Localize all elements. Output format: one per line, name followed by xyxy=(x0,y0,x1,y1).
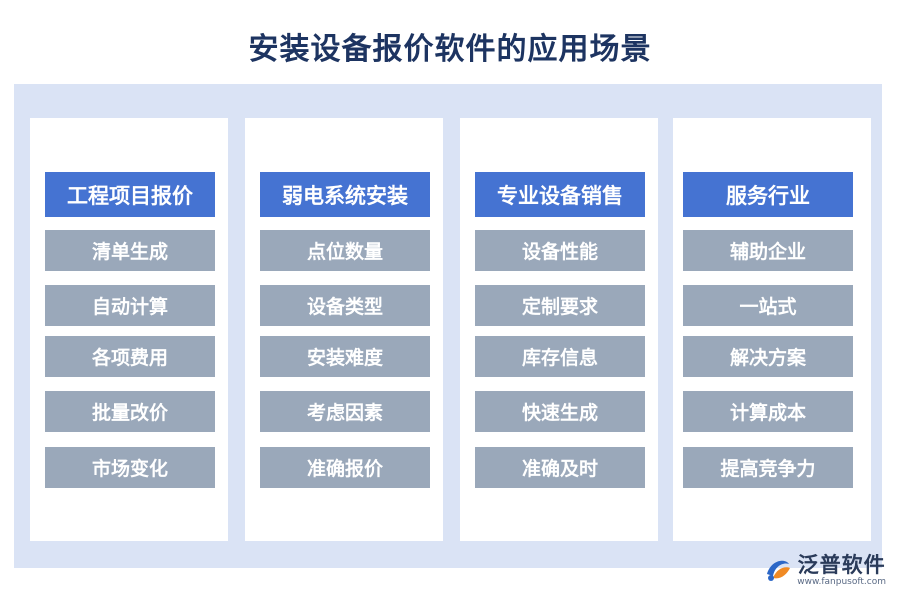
column-3: 专业设备销售 设备性能 定制要求 库存信息 快速生成 准确及时 xyxy=(460,118,658,541)
column-4-item-3: 解决方案 xyxy=(683,336,853,377)
column-4-item-4: 计算成本 xyxy=(683,391,853,432)
column-4-header: 服务行业 xyxy=(683,172,853,217)
column-2-item-3: 安装难度 xyxy=(260,336,430,377)
column-2-item-4: 考虑因素 xyxy=(260,391,430,432)
column-1-item-1: 清单生成 xyxy=(45,230,215,271)
column-3-item-4: 快速生成 xyxy=(475,391,645,432)
logo-icon xyxy=(763,554,793,588)
column-1-header: 工程项目报价 xyxy=(45,172,215,217)
column-3-item-2: 定制要求 xyxy=(475,285,645,326)
column-1: 工程项目报价 清单生成 自动计算 各项费用 批量改价 市场变化 xyxy=(30,118,228,541)
column-3-item-5: 准确及时 xyxy=(475,447,645,488)
column-4-item-2: 一站式 xyxy=(683,285,853,326)
column-1-item-4: 批量改价 xyxy=(45,391,215,432)
column-1-item-2: 自动计算 xyxy=(45,285,215,326)
logo-name: 泛普软件 xyxy=(797,553,886,577)
logo-url: www.fanpusoft.com xyxy=(797,577,886,587)
column-4: 服务行业 辅助企业 一站式 解决方案 计算成本 提高竞争力 xyxy=(673,118,871,541)
column-2-item-5: 准确报价 xyxy=(260,447,430,488)
column-3-item-1: 设备性能 xyxy=(475,230,645,271)
column-3-item-3: 库存信息 xyxy=(475,336,645,377)
column-2-item-2: 设备类型 xyxy=(260,285,430,326)
column-4-item-5: 提高竞争力 xyxy=(683,447,853,488)
page-title: 安装设备报价软件的应用场景 xyxy=(248,32,652,67)
column-1-item-3: 各项费用 xyxy=(45,336,215,377)
brand-logo: 泛普软件 www.fanpusoft.com xyxy=(763,553,886,588)
column-2-header: 弱电系统安装 xyxy=(260,172,430,217)
column-2-item-1: 点位数量 xyxy=(260,230,430,271)
column-4-item-1: 辅助企业 xyxy=(683,230,853,271)
column-1-item-5: 市场变化 xyxy=(45,447,215,488)
column-2: 弱电系统安装 点位数量 设备类型 安装难度 考虑因素 准确报价 xyxy=(245,118,443,541)
column-3-header: 专业设备销售 xyxy=(475,172,645,217)
